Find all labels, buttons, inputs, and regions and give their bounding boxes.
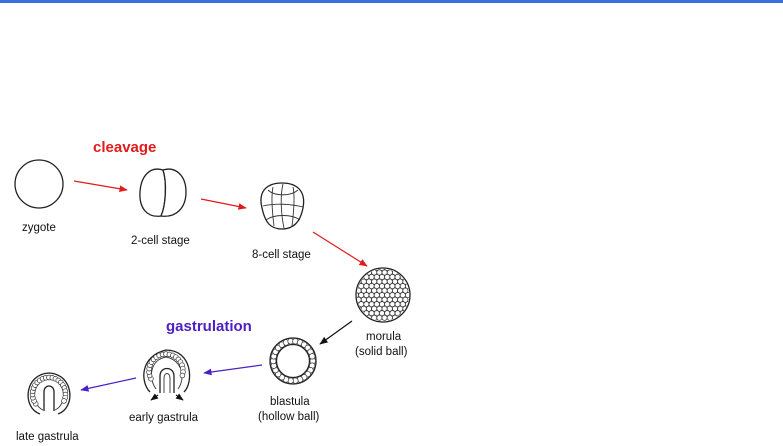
morula-embryo: [353, 265, 410, 322]
blastula-embryo: [270, 338, 316, 384]
eight-cell-label: 8-cell stage: [252, 249, 311, 261]
early-gastrula-label: early gastrula: [129, 412, 199, 424]
arrow-blastula-to-early-gastrula: [204, 365, 262, 373]
late-gastrula-label: late gastrula: [16, 431, 79, 443]
two-cell-label: 2-cell stage: [131, 235, 190, 247]
zygote-label: zygote: [22, 222, 56, 234]
gastrulation-heading: gastrulation: [166, 318, 252, 335]
cleavage-heading: cleavage: [93, 139, 156, 156]
late-gastrula-embryo: [28, 373, 70, 414]
arrow-early-to-late-gastrula: [81, 378, 136, 390]
early-gastrula-embryo: [144, 350, 190, 400]
zygote-cell: [15, 160, 63, 208]
arrow-zygote-to-two-cell: [74, 181, 127, 190]
two-cell-embryo: [140, 169, 186, 216]
arrow-morula-to-blastula: [320, 321, 352, 344]
arrow-two-cell-to-eight-cell: [201, 199, 246, 208]
eight-cell-embryo: [261, 183, 304, 229]
arrow-eight-cell-to-morula: [313, 232, 367, 266]
morula-label-line1: morula: [366, 331, 402, 343]
morula-label-line2: (solid ball): [355, 346, 408, 358]
blastula-label-line1: blastula: [270, 396, 310, 408]
blastula-label-line2: (hollow ball): [258, 411, 320, 423]
